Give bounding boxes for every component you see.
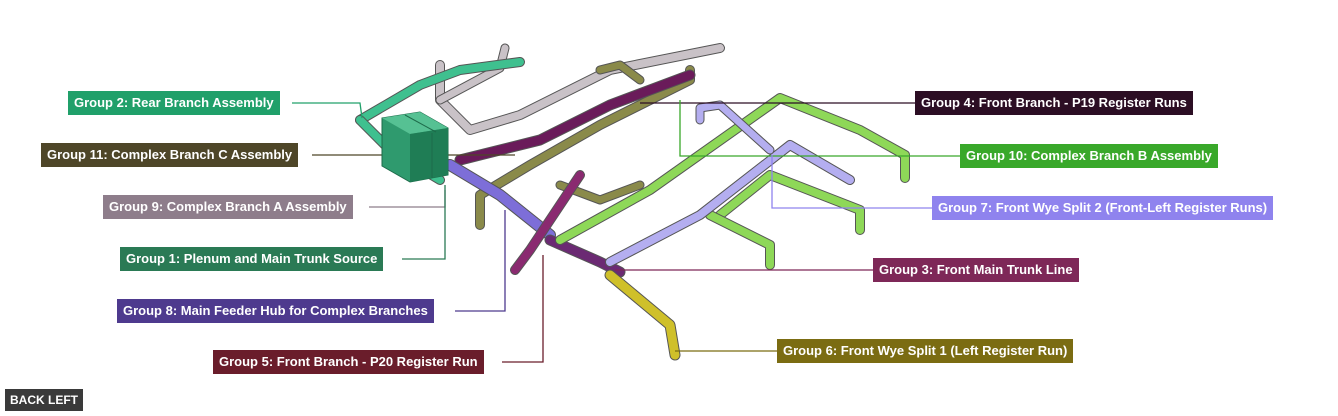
label-group-9[interactable]: Group 9: Complex Branch A Assembly [103,195,353,219]
label-group-2[interactable]: Group 2: Rear Branch Assembly [68,91,280,115]
label-group-3[interactable]: Group 3: Front Main Trunk Line [873,258,1079,282]
duct-pipe-g10-11[interactable] [556,94,909,244]
duct-pipe-g8-8[interactable] [445,160,555,240]
leader-line-g10 [679,100,960,157]
label-group-11[interactable]: Group 11: Complex Branch C Assembly [41,143,299,167]
duct-pipe-g10-12[interactable] [716,171,864,234]
label-group-6[interactable]: Group 6: Front Wye Split 1 (Left Registe… [777,339,1074,363]
leader-line-g1 [402,185,446,260]
label-group-10[interactable]: Group 10: Complex Branch B Assembly [960,144,1218,168]
duct-pipe-g5-9[interactable] [511,171,584,274]
leader-line-g2 [292,102,363,119]
duct-pipe-g11-6[interactable] [596,61,644,84]
callout-leader-lines [292,100,960,363]
duct-pipe-g6-16[interactable] [605,270,680,360]
label-group-8[interactable]: Group 8: Main Feeder Hub for Complex Bra… [117,299,434,323]
duct-pipe-g2-2[interactable] [356,58,524,124]
duct-pipe-g7-15[interactable] [696,101,774,154]
label-group-1[interactable]: Group 1: Plenum and Main Trunk Source [120,247,384,271]
duct-pipe-g7-14[interactable] [606,141,854,266]
label-group-4[interactable]: Group 4: Front Branch - P19 Register Run… [915,91,1193,115]
back-left-button[interactable]: BACK LEFT [5,389,83,411]
leader-line-g7 [771,155,932,209]
duct-pipe-g3-10[interactable] [545,235,625,277]
leader-line-g5 [502,255,544,363]
duct-pipe-g10-13[interactable] [706,211,774,269]
label-group-7[interactable]: Group 7: Front Wye Split 2 (Front-Left R… [932,196,1274,220]
label-group-5[interactable]: Group 5: Front Branch - P20 Register Run [213,350,484,374]
plenum-unit [381,111,449,183]
duct-pipe-g4-7[interactable] [455,70,695,165]
leader-line-g8 [455,210,506,312]
leader-line-g9 [369,190,446,208]
duct-pipes [355,43,910,361]
